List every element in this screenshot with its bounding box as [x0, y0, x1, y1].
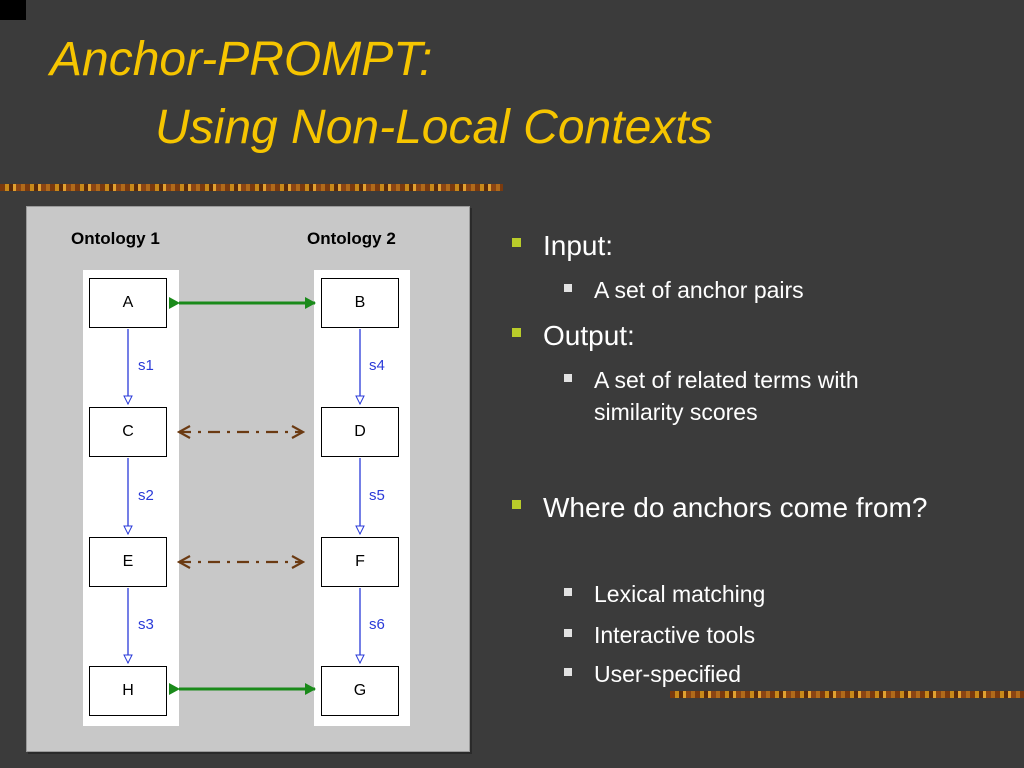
- sub-bullet-square-icon: [564, 284, 572, 292]
- sub-bullet-interactive-text: Interactive tools: [594, 622, 756, 648]
- bullet-output-text: Output:: [543, 320, 635, 351]
- node-h: H: [89, 666, 167, 716]
- node-b: B: [321, 278, 399, 328]
- sub-bullet-user-text: User-specified: [594, 661, 741, 687]
- bullet-square-icon: [512, 328, 521, 337]
- corner-block: [0, 0, 26, 20]
- ontology-2-label: Ontology 2: [307, 229, 396, 248]
- decorative-stripe-top: [0, 184, 503, 191]
- edge-label-s6: s6: [369, 616, 385, 633]
- sub-bullet-lexical-text: Lexical matching: [594, 581, 766, 607]
- sub-bullet-square-icon: [564, 629, 572, 637]
- edge-label-s4: s4: [369, 357, 385, 374]
- ontology-1-column: [83, 270, 179, 726]
- node-c: C: [89, 407, 167, 457]
- sub-bullet-square-icon: [564, 668, 572, 676]
- ontology-2-column: [314, 270, 410, 726]
- ontology-1-label: Ontology 1: [71, 229, 160, 248]
- slide-title: Anchor-PROMPT:: [50, 33, 433, 86]
- bullet-where: Where do anchors come from?: [512, 488, 952, 528]
- sub-bullet-user: User-specified: [564, 658, 741, 690]
- decorative-stripe-bottom: [670, 691, 1024, 698]
- bullet-input: Input:: [512, 226, 613, 266]
- bullet-input-text: Input:: [543, 230, 614, 261]
- sub-bullet-lexical: Lexical matching: [564, 578, 765, 610]
- node-e: E: [89, 537, 167, 587]
- sub-bullet-square-icon: [564, 374, 572, 382]
- edge-label-s5: s5: [369, 487, 385, 504]
- node-f: F: [321, 537, 399, 587]
- bullet-where-text: Where do anchors come from?: [543, 492, 928, 523]
- bullet-square-icon: [512, 500, 521, 509]
- sub-bullet-output: A set of related terms with similarity s…: [564, 364, 924, 428]
- slide-subtitle: Using Non-Local Contexts: [155, 101, 713, 154]
- sub-bullet-input-text: A set of anchor pairs: [594, 277, 804, 303]
- sub-bullet-output-text: A set of related terms with similarity s…: [594, 367, 859, 425]
- diagram-arrows: [27, 297, 469, 695]
- edge-label-s1: s1: [138, 357, 154, 374]
- sub-bullet-square-icon: [564, 588, 572, 596]
- bullet-square-icon: [512, 238, 521, 247]
- node-a: A: [89, 278, 167, 328]
- diagram-panel: Ontology 1 Ontology 2 A C: [26, 206, 470, 752]
- node-d: D: [321, 407, 399, 457]
- sub-bullet-interactive: Interactive tools: [564, 619, 755, 651]
- node-g: G: [321, 666, 399, 716]
- sub-bullet-input: A set of anchor pairs: [564, 274, 804, 306]
- bullet-output: Output:: [512, 316, 635, 356]
- edge-label-s2: s2: [138, 487, 154, 504]
- edge-label-s3: s3: [138, 616, 154, 633]
